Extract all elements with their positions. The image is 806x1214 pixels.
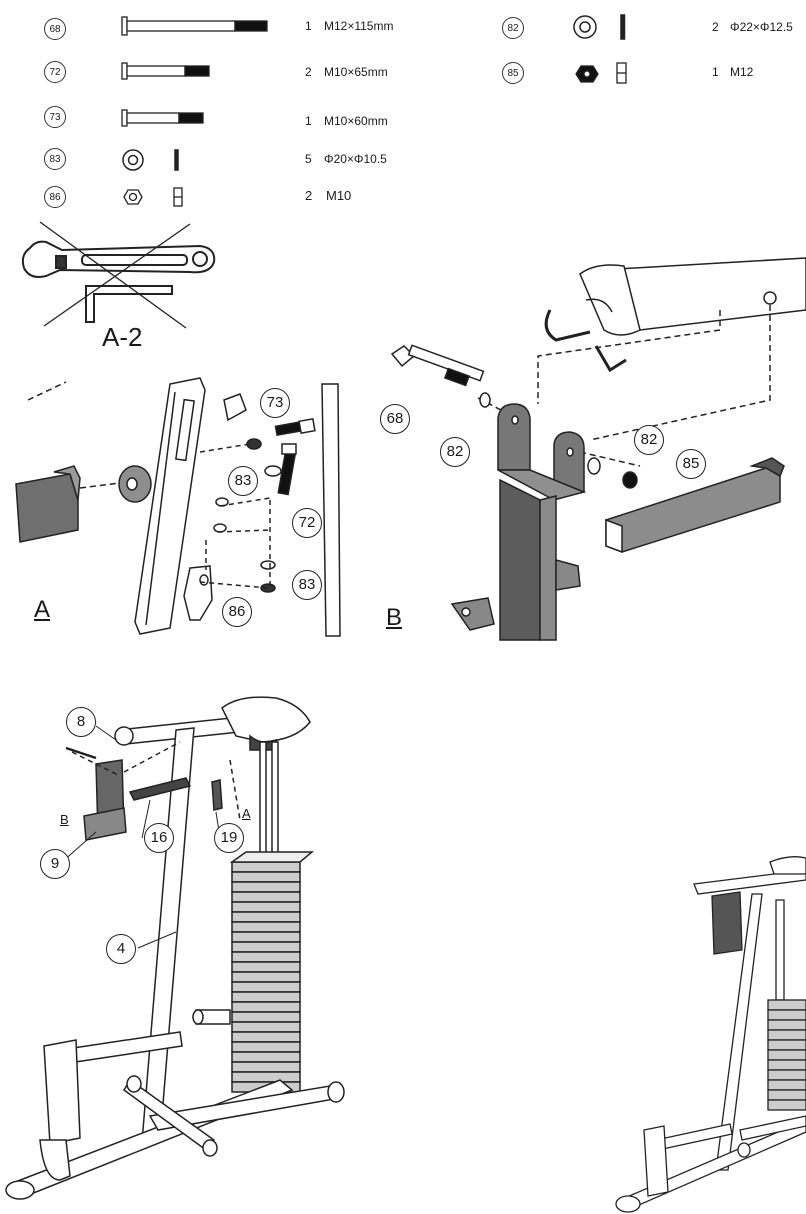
part-quantity: 2 bbox=[712, 20, 719, 34]
part-size: M10 bbox=[326, 188, 352, 203]
callout-82-right: 82 bbox=[634, 425, 664, 455]
part-size: Φ20×Φ10.5 bbox=[324, 152, 387, 166]
callout-82: 82 bbox=[440, 437, 470, 467]
part-quantity: 1 bbox=[305, 114, 312, 128]
detail-b-drawing bbox=[390, 257, 806, 641]
callout-72: 72 bbox=[292, 508, 322, 538]
callout-9: 9 bbox=[40, 849, 70, 879]
weight-stack bbox=[229, 851, 315, 1093]
main-station-drawing bbox=[5, 696, 345, 1200]
callout-83: 83 bbox=[228, 466, 258, 496]
part-size: Φ22×Φ12.5 bbox=[730, 20, 793, 34]
crossed-out-x-icon bbox=[39, 221, 191, 329]
part-number-badge: 83 bbox=[44, 148, 66, 170]
part-size: M12×115mm bbox=[324, 19, 394, 33]
detail-a-drawing bbox=[15, 377, 341, 637]
tool-label: A-2 bbox=[102, 322, 143, 352]
washer-82-icon bbox=[573, 14, 626, 40]
part-number-badge: 72 bbox=[44, 61, 66, 83]
nut-86-icon bbox=[123, 187, 183, 207]
part-row-68: 68 1 M12×115mm bbox=[0, 14, 420, 40]
part-size: M10×65mm bbox=[324, 65, 388, 79]
part-quantity: 2 bbox=[305, 188, 313, 203]
bolt-68-icon bbox=[121, 16, 268, 36]
washer-83-icon bbox=[122, 149, 179, 171]
bolt-73-icon bbox=[121, 109, 204, 127]
part-number-badge: 82 bbox=[502, 17, 524, 39]
part-size: M12 bbox=[730, 65, 754, 79]
part-row-86: 86 2 M10 bbox=[0, 184, 420, 210]
part-row-83: 83 5 Φ20×Φ10.5 bbox=[0, 147, 420, 173]
partial-station-drawing bbox=[615, 856, 806, 1213]
part-number-badge: 86 bbox=[44, 186, 66, 208]
callout-68: 68 bbox=[380, 404, 410, 434]
callout-86: 86 bbox=[222, 597, 252, 627]
part-quantity: 1 bbox=[712, 65, 719, 79]
detail-b-label: B bbox=[386, 604, 403, 631]
part-quantity: 1 bbox=[305, 19, 312, 33]
part-row-85: 85 1 M12 bbox=[480, 60, 806, 86]
callout-83-lower: 83 bbox=[292, 570, 322, 600]
callout-19: 19 bbox=[214, 823, 244, 853]
part-quantity: 5 bbox=[305, 152, 312, 166]
detail-a-label: A bbox=[34, 596, 51, 623]
ref-label-b: B bbox=[60, 812, 69, 827]
part-row-82: 82 2 Φ22×Φ12.5 bbox=[480, 14, 806, 40]
part-number-badge: 85 bbox=[502, 62, 524, 84]
allen-key-icon bbox=[85, 285, 173, 323]
part-size: M10×60mm bbox=[324, 114, 388, 128]
part-quantity: 2 bbox=[305, 65, 312, 79]
part-number-badge: 68 bbox=[44, 18, 66, 40]
part-row-73: 73 1 M10×60mm bbox=[0, 106, 420, 132]
callout-85: 85 bbox=[676, 449, 706, 479]
callout-73: 73 bbox=[260, 388, 290, 418]
wrench-icon bbox=[21, 240, 216, 278]
bolt-72-icon bbox=[121, 62, 210, 80]
callout-4: 4 bbox=[106, 934, 136, 964]
callout-8: 8 bbox=[66, 707, 96, 737]
ref-label-a: A bbox=[242, 806, 251, 821]
part-number-badge: 73 bbox=[44, 106, 66, 128]
part-row-72: 72 2 M10×65mm bbox=[0, 59, 420, 85]
callout-16: 16 bbox=[144, 823, 174, 853]
nut-85-icon bbox=[575, 62, 627, 84]
